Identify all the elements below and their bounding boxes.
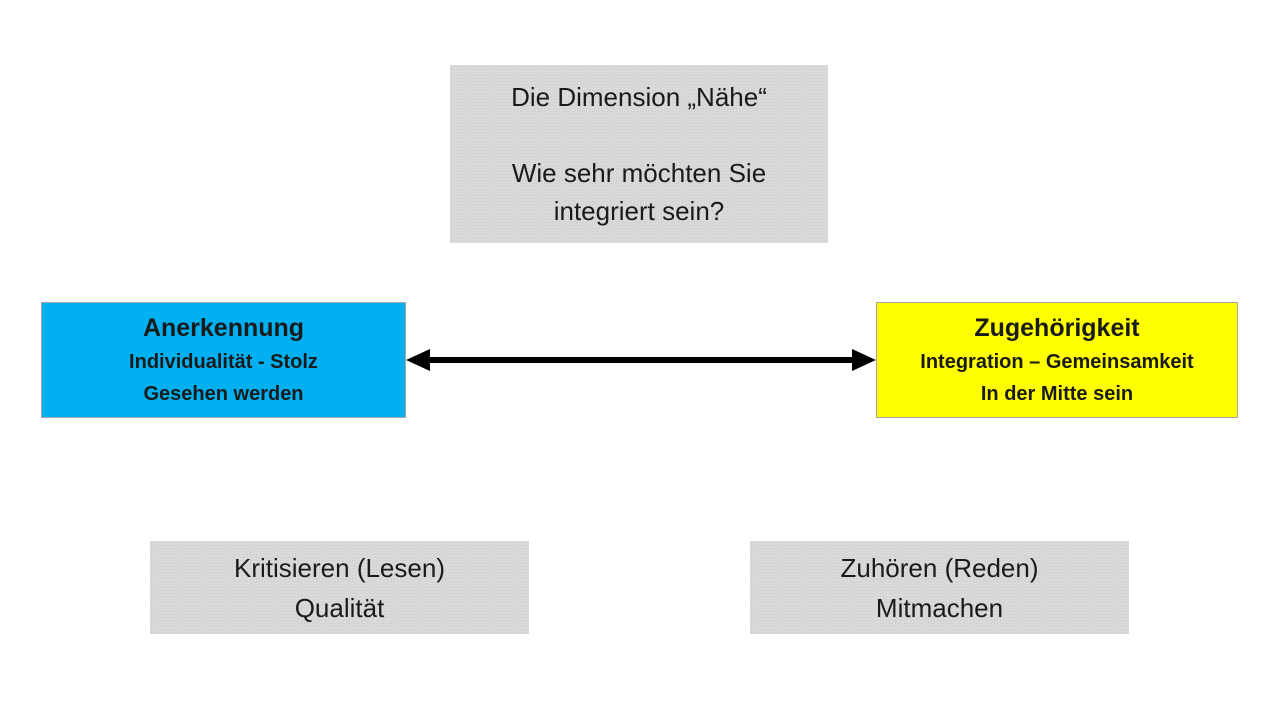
anerkennung-box: Anerkennung Individualität - Stolz Geseh…	[41, 302, 406, 418]
kritisieren-line-2: Qualität	[294, 592, 385, 623]
zugehoerigkeit-box: Zugehörigkeit Integration – Gemeinsamkei…	[876, 302, 1238, 418]
dimension-question-line-2: integriert sein?	[553, 196, 725, 226]
kritisieren-box: Kritisieren (Lesen) Qualität	[150, 541, 529, 634]
blank-line	[450, 116, 828, 154]
dimension-title-box: Die Dimension „Nähe“ Wie sehr möchten Si…	[450, 65, 828, 243]
arrowhead-left	[406, 349, 430, 371]
arrowhead-right	[852, 349, 876, 371]
zuhoeren-line-1: Zuhören (Reden)	[840, 552, 1039, 583]
kritisieren-line-1: Kritisieren (Lesen)	[234, 552, 445, 583]
bidirectional-arrow	[406, 349, 876, 371]
zugehoerigkeit-subline-2: In der Mitte sein	[980, 383, 1134, 405]
zugehoerigkeit-subline-1: Integration – Gemeinsamkeit	[920, 351, 1194, 373]
zuhoeren-line-2: Mitmachen	[875, 592, 1004, 623]
anerkennung-subline-2: Gesehen werden	[143, 383, 304, 405]
anerkennung-subline-1: Individualität - Stolz	[129, 351, 318, 373]
anerkennung-title: Anerkennung	[142, 314, 305, 342]
dimension-title-line: Die Dimension „Nähe“	[511, 82, 767, 112]
zuhoeren-box: Zuhören (Reden) Mitmachen	[750, 541, 1129, 634]
zugehoerigkeit-title: Zugehörigkeit	[974, 314, 1140, 342]
dimension-question-line-1: Wie sehr möchten Sie	[511, 158, 767, 188]
